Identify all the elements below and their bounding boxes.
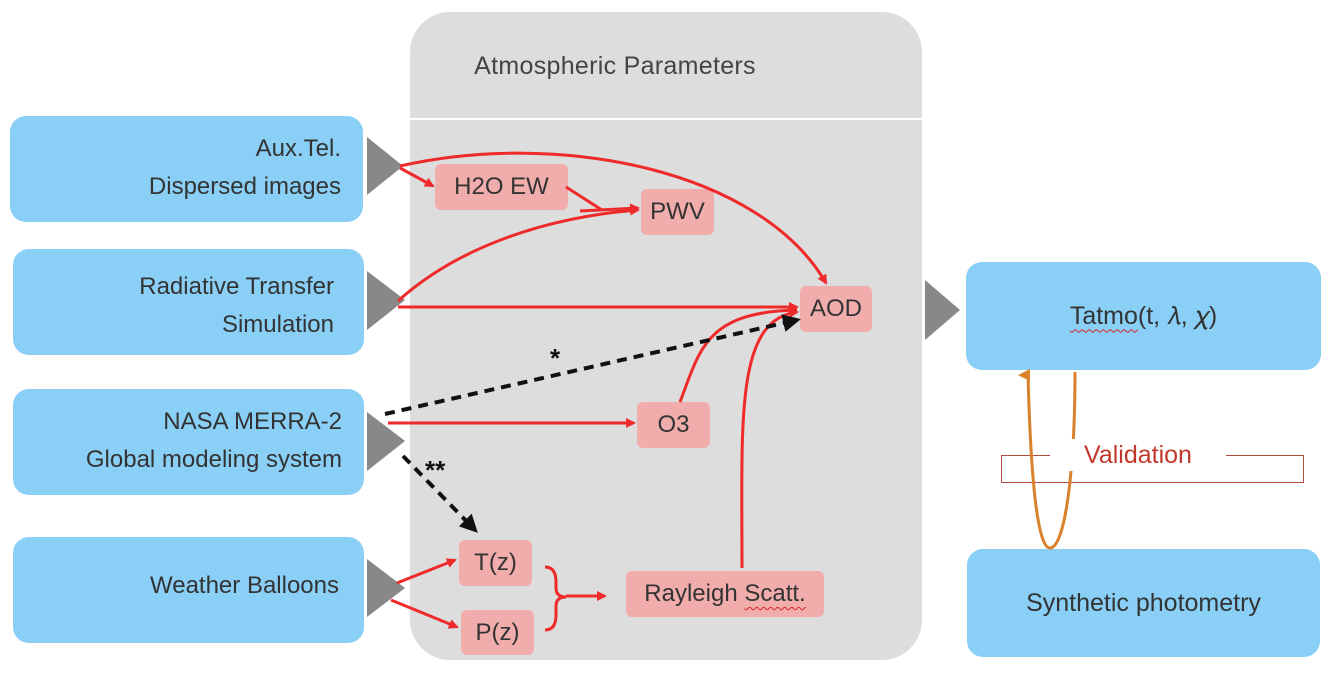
param-pwv: PWV	[641, 189, 714, 235]
arrow-h2o-to-pwv	[579, 203, 640, 214]
line-h2o-to-pwv-join	[565, 185, 603, 212]
dashed-merra-to-aod	[384, 314, 801, 416]
validation-label: Validation	[1050, 439, 1226, 471]
output-tatmo: Tatmo(t, 𝜆, 𝜒)	[966, 262, 1321, 370]
source-radiative-line1: Radiative Transfer	[139, 273, 334, 300]
triangle-radiative	[367, 271, 405, 330]
source-radiative-transfer: Radiative Transfer Simulation	[13, 249, 364, 355]
annotation-single-star: *	[550, 343, 561, 373]
source-auxtel-line2: Dispersed images	[148, 173, 341, 200]
source-weather-balloons: Weather Balloons	[13, 537, 364, 643]
source-merra-line1: NASA MERRA-2	[163, 408, 342, 435]
param-h2o-ew: H2O EW	[435, 164, 568, 210]
output-synthetic-photometry: Synthetic photometry	[967, 549, 1320, 657]
arrow-balloons-to-tz	[396, 558, 457, 585]
source-merra-line2: Global modeling system	[85, 446, 342, 473]
param-aod: AOD	[800, 286, 872, 332]
arrow-radiative-to-pwv	[396, 205, 640, 303]
triangle-balloons	[367, 559, 405, 617]
brace-tz-pz	[544, 565, 567, 632]
dashed-merra-to-tz	[401, 454, 478, 533]
param-pz: P(z)	[461, 610, 534, 655]
param-o3: O3	[637, 402, 710, 448]
source-auxtel-line1: Aux.Tel.	[255, 135, 341, 162]
annotation-double-star: **	[425, 455, 446, 485]
arrow-auxtel-to-aod	[399, 151, 828, 285]
param-rayleigh-scattering: Rayleigh Scatt.	[626, 571, 824, 617]
rayleigh-word: Rayleigh	[644, 580, 738, 607]
scatt-word: Scatt.	[744, 580, 806, 607]
tatmo-args: (t, 𝜆, 𝜒)	[1137, 301, 1218, 330]
triangle-merra	[367, 412, 405, 471]
source-balloons-line1: Weather Balloons	[150, 572, 339, 599]
source-radiative-line2: Simulation	[221, 311, 334, 338]
triangle-auxtel	[367, 137, 403, 195]
panel-title: Atmospheric Parameters	[474, 52, 756, 80]
triangle-output	[925, 280, 960, 340]
arrow-rayleigh-to-aod	[740, 308, 799, 569]
panel-divider	[410, 118, 922, 120]
param-tz: T(z)	[459, 540, 532, 586]
source-auxtel: Aux.Tel. Dispersed images	[10, 116, 363, 222]
arrow-o3-to-aod	[678, 308, 798, 403]
arrow-balloons-to-pz	[390, 598, 459, 629]
tatmo-word: Tatmo	[1069, 301, 1138, 330]
arrow-auxtel-to-h2o	[399, 166, 435, 188]
source-nasa-merra: NASA MERRA-2 Global modeling system	[13, 389, 364, 495]
